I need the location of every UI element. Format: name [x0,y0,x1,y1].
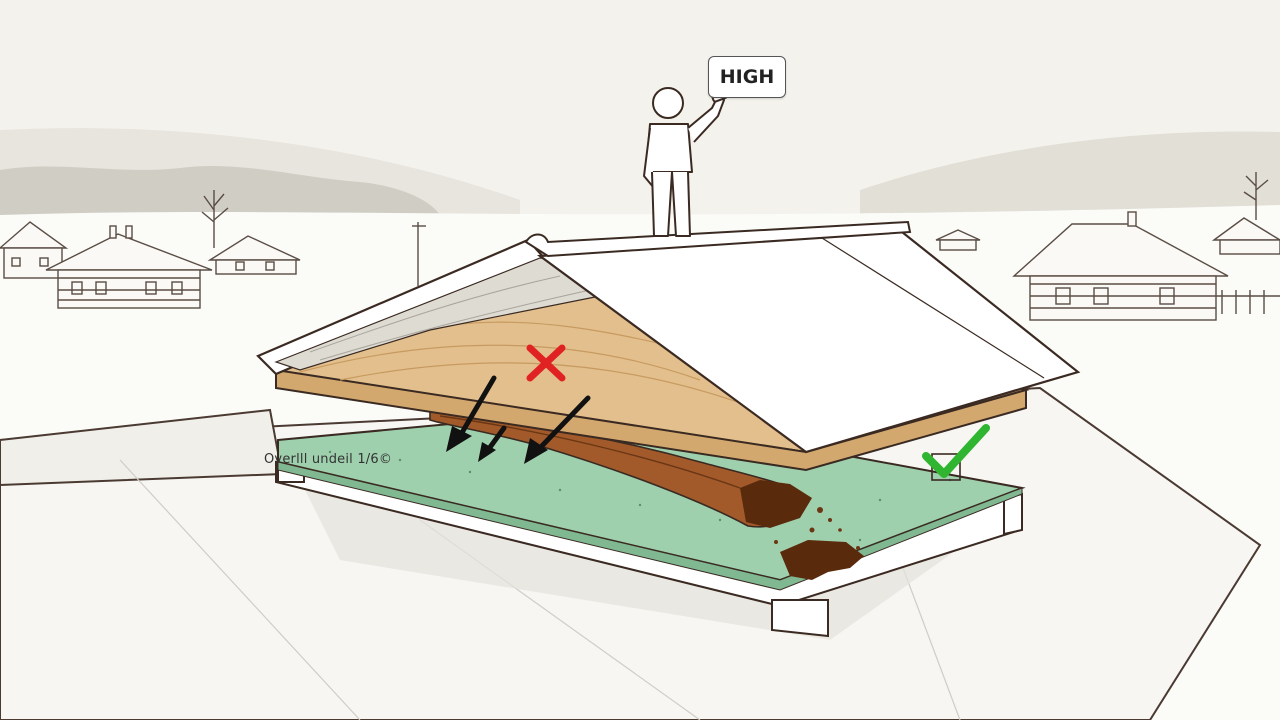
bare-tree-left [201,190,229,248]
high-callout-label: HIGH [708,56,786,98]
house-right-1 [935,229,981,251]
fence-right [1216,290,1280,314]
red-x-icon [526,344,566,382]
ridge-cap [524,220,912,258]
house-right-3 [1211,217,1280,255]
bare-tree-right [1243,172,1269,220]
upper-roof [256,220,1081,454]
underlayment-note: Overlll undeil 1/6© [264,452,393,467]
background-hills [0,128,1280,230]
rot-debris-pile [780,540,864,580]
house-left-3 [207,235,301,275]
right-village-houses [935,172,1280,321]
downward-arrows [446,375,591,464]
arrow-2 [478,425,507,462]
arrow-3 [524,395,591,464]
house-left-2 [45,225,213,309]
person-figure [643,87,728,237]
arrow-1 [446,375,497,452]
green-check-icon [922,424,990,481]
left-village-houses [0,190,426,309]
house-left-1 [0,221,69,279]
house-right-2 [1012,211,1229,321]
